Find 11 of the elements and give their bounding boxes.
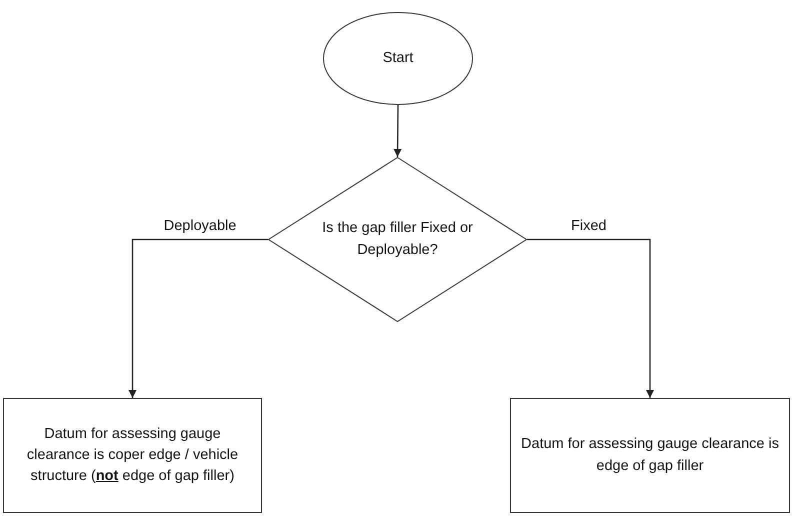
arrow (128, 238, 268, 398)
process-text: Datum for assessing gauge clearance is edge of gap filler (520, 435, 780, 476)
arrow (527, 238, 654, 398)
process-text: Datum for assessing gauge clearance is coper edge / vehicle structure (not edge of gap filler) (26, 424, 240, 486)
edge-label: Deployable (162, 218, 238, 234)
terminal-text: Start (382, 48, 414, 68)
arrow (394, 105, 402, 157)
process-box (510, 398, 790, 513)
process-box (3, 398, 262, 513)
decision-text: Is the gap filler Fixed or Deployable? (321, 219, 474, 260)
edge-label: Fixed (569, 218, 608, 234)
